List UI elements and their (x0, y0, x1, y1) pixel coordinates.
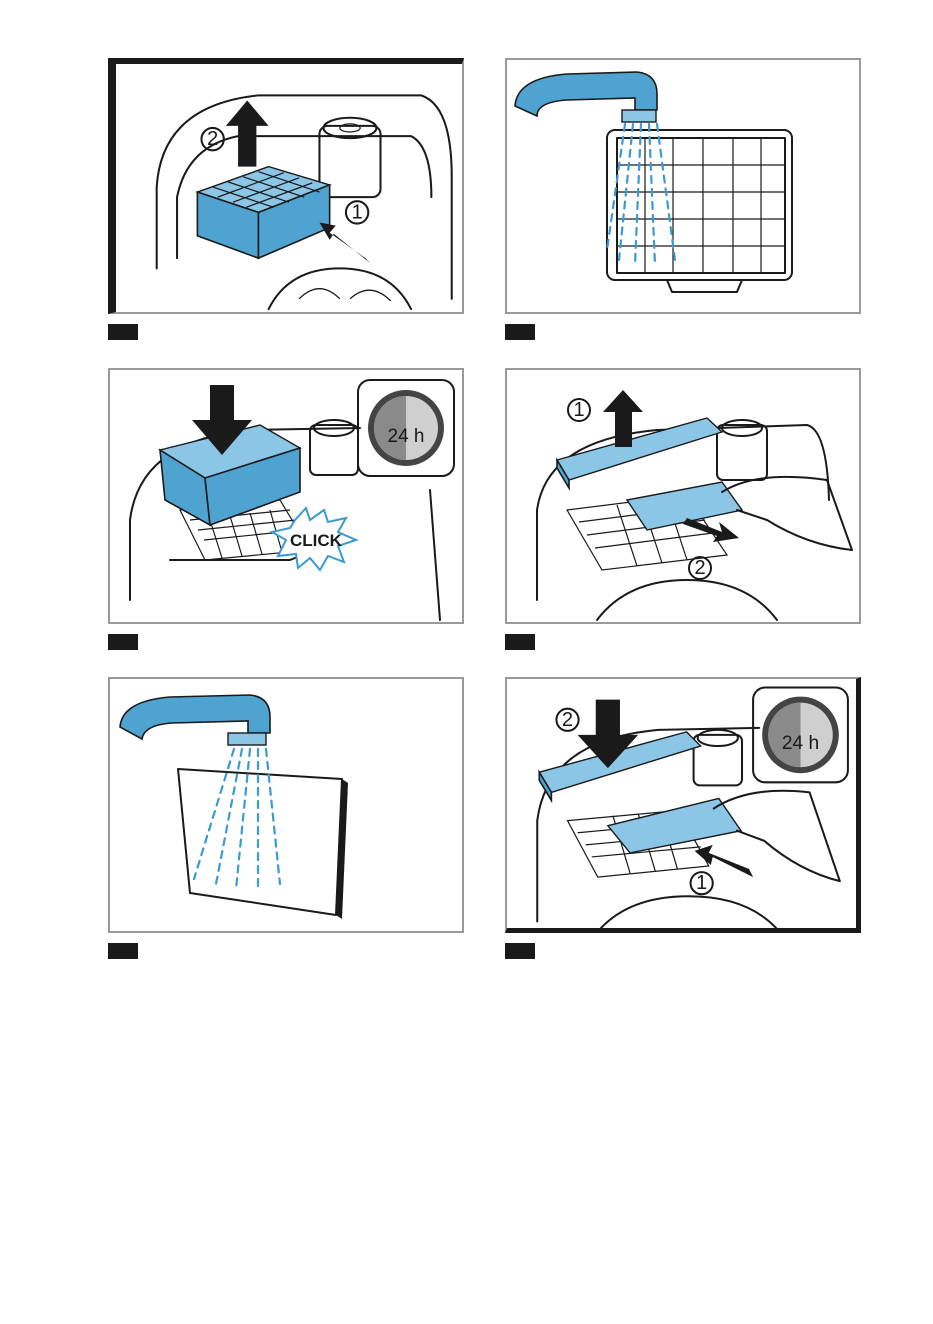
arrow-push-icon (319, 223, 370, 264)
figure-label-tag (505, 943, 535, 959)
svg-text:1: 1 (696, 872, 707, 894)
svg-text:2: 2 (562, 709, 573, 731)
figure-label-tag (505, 324, 535, 340)
illustration-motor-filter-rinse (110, 679, 462, 931)
figure-label-tag (108, 324, 138, 340)
arrow-up-icon (226, 100, 269, 166)
illustration-motor-filter-remove: 1 2 (507, 370, 859, 622)
hygiene-filter-block (197, 167, 329, 259)
illustration-filter-insert: CLICK 24 h (110, 370, 462, 622)
svg-text:2: 2 (207, 128, 218, 150)
illustration-filter-remove: 2 1 (116, 64, 464, 314)
figure-label-tag (108, 943, 138, 959)
figure-panel-filter-rinse (505, 58, 861, 314)
illustration-motor-filter-insert: 2 1 24 h (507, 679, 859, 931)
arrow-pull-icon (683, 518, 739, 542)
figure-label-tag (108, 634, 138, 650)
svg-text:24 h: 24 h (782, 733, 819, 754)
figure-panel-filter-remove: 2 1 (108, 58, 464, 314)
figure-label-tag (505, 634, 535, 650)
svg-text:CLICK: CLICK (290, 531, 343, 550)
svg-text:1: 1 (351, 201, 362, 223)
svg-text:24 h: 24 h (388, 426, 425, 447)
figure-panel-filter-insert: CLICK 24 h (108, 368, 464, 624)
drying-time-badge: 24 h (753, 687, 848, 782)
svg-text:1: 1 (573, 399, 584, 421)
svg-text:2: 2 (694, 557, 705, 579)
illustration-filter-rinse (507, 60, 859, 312)
drying-time-badge: 24 h (358, 380, 454, 476)
figure-panel-motor-filter-rinse (108, 677, 464, 933)
figure-panel-motor-filter-insert: 2 1 24 h (505, 677, 861, 933)
figure-panel-motor-filter-remove: 1 2 (505, 368, 861, 624)
